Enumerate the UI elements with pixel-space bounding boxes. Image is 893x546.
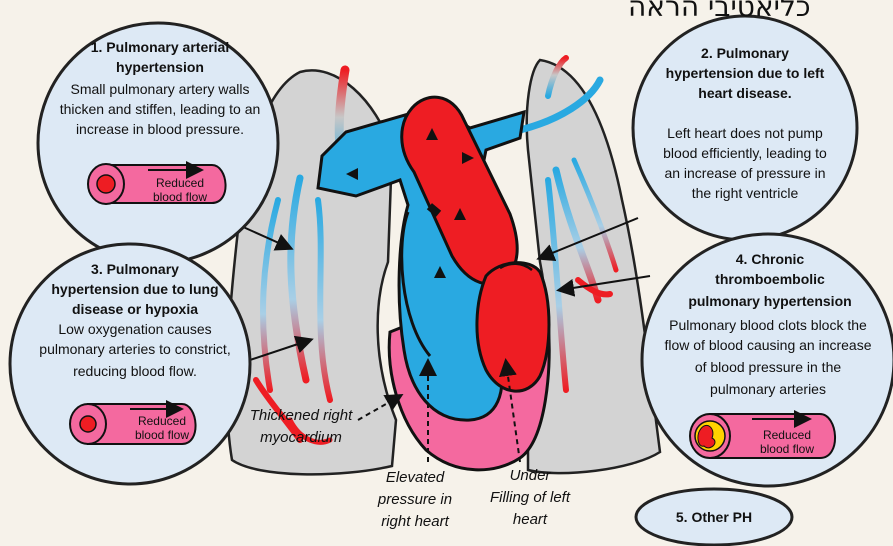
annotation-elevated-line1: Elevated bbox=[360, 468, 470, 488]
panel-4-title-line1: 4. Chronic bbox=[660, 250, 880, 268]
annotation-under-line3: heart bbox=[470, 510, 590, 530]
panel-4-body-line1: Pulmonary blood clots block the bbox=[648, 316, 888, 334]
panel-1-body-line1: Small pulmonary artery walls bbox=[40, 80, 280, 98]
panel-1-vessel-label-1: Reduced bbox=[140, 176, 220, 190]
panel-2-title-line3: heart disease. bbox=[640, 84, 850, 102]
panel-2-body-line1: Left heart does not pump bbox=[640, 124, 850, 142]
left-heart bbox=[477, 263, 549, 391]
panel-4-vessel-label-2: blood flow bbox=[742, 442, 832, 456]
panel-1-vessel-label-2: blood flow bbox=[140, 190, 220, 204]
panel-1-body-line3: increase in blood pressure. bbox=[40, 120, 280, 138]
panel-1-title-line2: hypertension bbox=[60, 58, 260, 76]
panel-4-body-line4: pulmonary arteries bbox=[648, 380, 888, 398]
annotation-under-line1: Under bbox=[470, 466, 590, 486]
panel-3-vessel-label-2: blood flow bbox=[122, 428, 202, 442]
panel-4-body-line3: of blood pressure in the bbox=[648, 358, 888, 376]
panel-3-body-line2: pulmonary arteries to constrict, bbox=[10, 340, 260, 358]
panel-3-vessel-label-1: Reduced bbox=[122, 414, 202, 428]
panel-2-body-line2: blood efficiently, leading to bbox=[640, 144, 850, 162]
panel-3-title-line2: hypertension due to lung bbox=[20, 280, 250, 298]
panel-1-body-line2: thicken and stiffen, leading to an bbox=[30, 100, 290, 118]
panel-2-title-line2: hypertension due to left bbox=[640, 64, 850, 82]
annotation-under-line2: Filling of left bbox=[470, 488, 590, 508]
panel-2-body-line4: the right ventricle bbox=[640, 184, 850, 202]
panel-4-title-line2: thromboembolic bbox=[660, 270, 880, 288]
panel-4-body-line2: flow of blood causing an increase bbox=[648, 336, 888, 354]
panel-3-body-line1: Low oxygenation causes bbox=[20, 320, 250, 338]
panel-5-title: 5. Other PH bbox=[654, 508, 774, 526]
annotation-elevated-line3: right heart bbox=[360, 512, 470, 532]
panel-3-body-line3: reducing blood flow. bbox=[20, 362, 250, 380]
panel-3-title-line1: 3. Pulmonary bbox=[30, 260, 240, 278]
panel-3-title-line3: disease or hypoxia bbox=[20, 300, 250, 318]
panel-4-vessel-label-1: Reduced bbox=[742, 428, 832, 442]
panel-2-body-line3: an increase of pressure in bbox=[640, 164, 850, 182]
panel-2-title-line1: 2. Pulmonary bbox=[640, 44, 850, 62]
annotation-elevated-line2: pressure in bbox=[360, 490, 470, 510]
panel-1-title-line1: 1. Pulmonary arterial bbox=[60, 38, 260, 56]
panel-4-title-line3: pulmonary hypertension bbox=[650, 292, 890, 310]
annotation-thickened-line2: myocardium bbox=[236, 428, 366, 448]
header-fragment-text: כליאטיבי הראה bbox=[628, 0, 811, 23]
annotation-thickened-line1: Thickened right bbox=[236, 406, 366, 426]
